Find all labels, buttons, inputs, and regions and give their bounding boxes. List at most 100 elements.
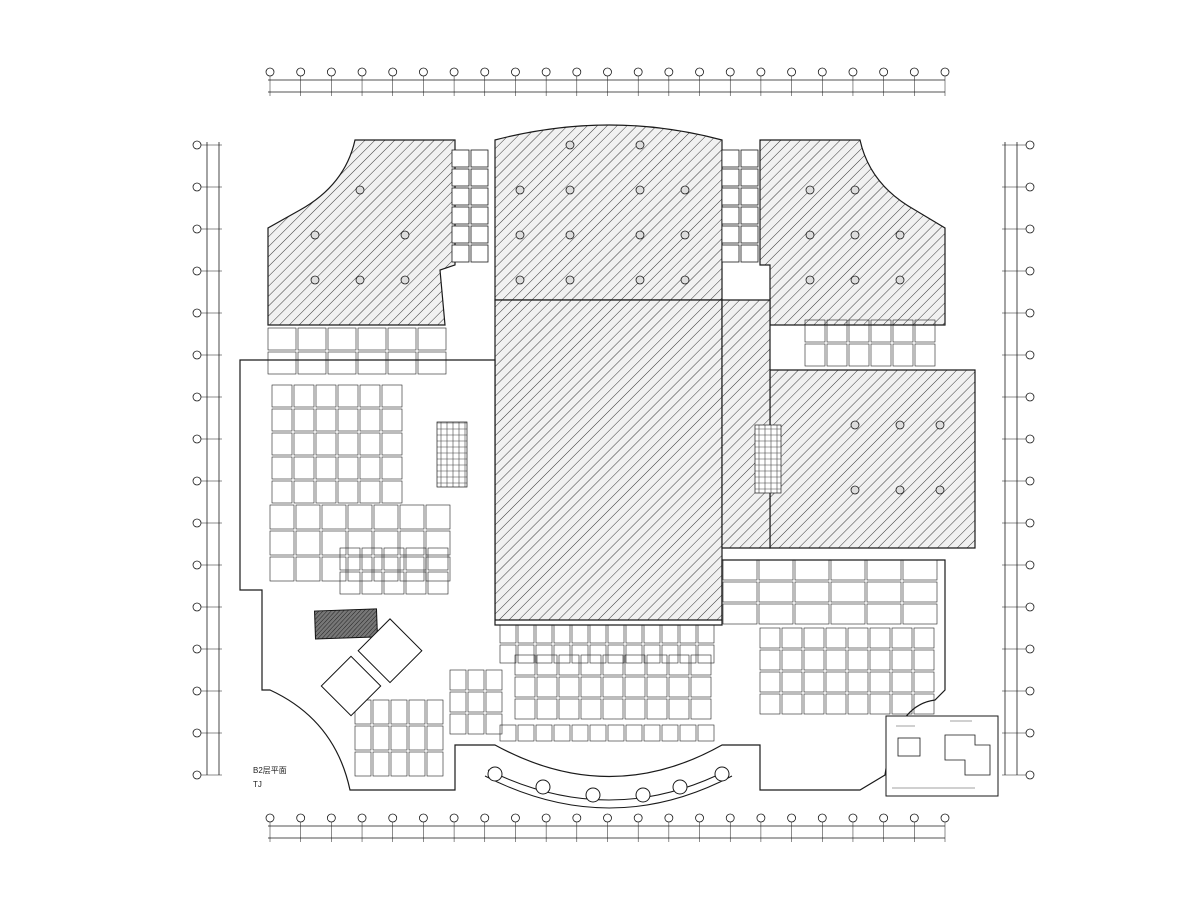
column	[400, 275, 410, 285]
grid-bubble	[265, 67, 275, 77]
grid-bubble	[756, 67, 766, 77]
room	[381, 408, 403, 432]
room	[315, 384, 337, 408]
grid-bubble	[848, 813, 858, 823]
core-cell	[470, 206, 489, 225]
room	[913, 693, 935, 715]
room	[535, 624, 553, 644]
core-cell	[470, 149, 489, 168]
grid-bubble	[326, 813, 336, 823]
room	[517, 724, 535, 742]
grid-bubble	[1025, 560, 1035, 570]
room	[891, 671, 913, 693]
column	[805, 275, 815, 285]
room	[514, 676, 536, 698]
column	[680, 185, 690, 195]
grid-bubble	[192, 644, 202, 654]
grid-bubble	[817, 67, 827, 77]
room	[558, 698, 580, 720]
column	[355, 275, 365, 285]
grid-bubble	[192, 434, 202, 444]
room	[668, 676, 690, 698]
room	[359, 456, 381, 480]
room	[781, 649, 803, 671]
room	[269, 504, 295, 530]
right-hall	[769, 369, 976, 549]
room	[269, 556, 295, 582]
core-cell	[451, 225, 470, 244]
room	[271, 432, 293, 456]
room	[580, 698, 602, 720]
room	[697, 724, 715, 742]
room	[315, 432, 337, 456]
room	[267, 327, 297, 351]
entrance-column	[714, 766, 730, 782]
grid-bubble	[1025, 182, 1035, 192]
entrance-column	[585, 787, 601, 803]
room	[536, 676, 558, 698]
grid-bubble	[572, 67, 582, 77]
room	[535, 724, 553, 742]
room	[625, 624, 643, 644]
grid-bubble	[1025, 770, 1035, 780]
room	[892, 319, 914, 343]
room	[758, 603, 794, 625]
room	[408, 751, 426, 777]
room	[293, 408, 315, 432]
room	[372, 725, 390, 751]
left-wing	[267, 139, 456, 326]
column	[850, 275, 860, 285]
room	[602, 676, 624, 698]
room	[387, 327, 417, 351]
room	[372, 699, 390, 725]
grid-bubble	[511, 813, 520, 823]
room	[390, 699, 408, 725]
room	[359, 384, 381, 408]
grid-bubble	[664, 67, 674, 77]
grid-bubble	[419, 813, 428, 823]
room	[295, 504, 321, 530]
entrance-columns	[487, 766, 730, 803]
grid-bubble	[541, 67, 551, 77]
room	[295, 530, 321, 556]
grid-bubble	[192, 686, 202, 696]
room	[624, 654, 646, 676]
grid-bubble	[192, 518, 202, 528]
column	[680, 230, 690, 240]
top-dimension-line	[268, 79, 945, 93]
grid-bubble	[192, 392, 202, 402]
room	[913, 627, 935, 649]
room	[781, 693, 803, 715]
core-cell	[721, 225, 740, 244]
key-plan	[885, 715, 999, 797]
room	[602, 698, 624, 720]
room	[625, 724, 643, 742]
grid-bubble	[695, 813, 704, 823]
room	[847, 649, 869, 671]
room	[315, 456, 337, 480]
grid-bubble	[1025, 518, 1035, 528]
room	[571, 724, 589, 742]
room	[387, 351, 417, 375]
room	[697, 644, 715, 664]
room	[553, 624, 571, 644]
grid-bubble	[296, 67, 306, 77]
column	[635, 185, 645, 195]
grid-bubble	[572, 813, 582, 823]
room	[589, 644, 607, 664]
room	[295, 556, 321, 582]
room	[359, 480, 381, 504]
room	[337, 384, 359, 408]
column	[895, 275, 905, 285]
room	[485, 713, 503, 735]
core-cell	[451, 206, 470, 225]
room	[536, 654, 558, 676]
grid-bubble	[449, 813, 459, 823]
room	[607, 724, 625, 742]
room	[337, 432, 359, 456]
room	[866, 603, 902, 625]
grid-bubble	[1025, 728, 1035, 738]
room	[758, 581, 794, 603]
room	[914, 343, 936, 367]
room	[624, 676, 646, 698]
